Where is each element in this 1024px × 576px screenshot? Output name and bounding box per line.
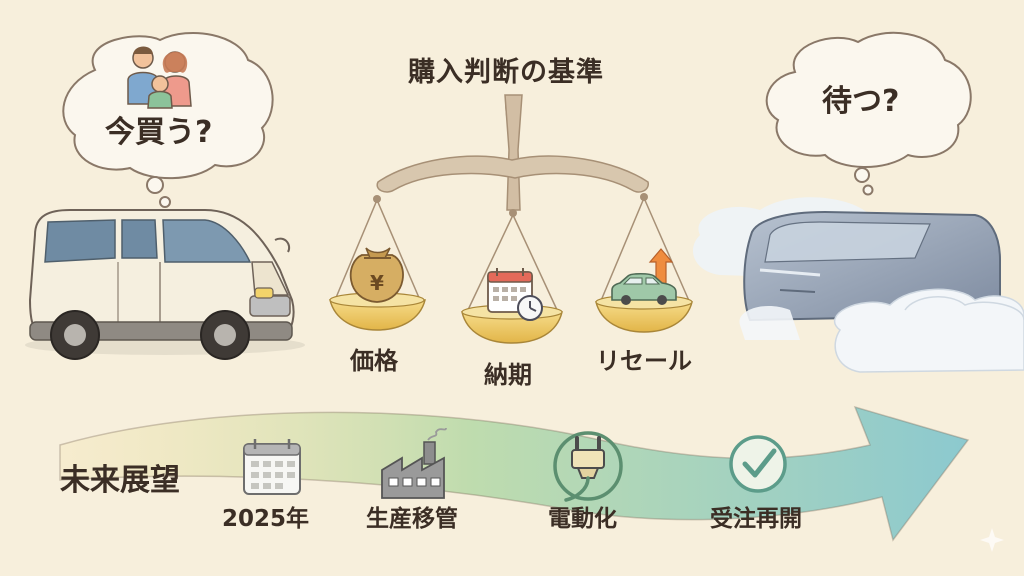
future-van-illustration bbox=[692, 197, 1024, 373]
wait-question: 待つ? bbox=[822, 84, 900, 119]
car-with-up-arrow-icon bbox=[611, 248, 677, 305]
svg-text:¥: ¥ bbox=[370, 271, 384, 295]
calendar-icon bbox=[243, 439, 301, 495]
timeline-label-orders-resume: 受注再開 bbox=[710, 506, 802, 532]
pan-label-delivery: 納期 bbox=[484, 361, 532, 389]
check-circle-icon bbox=[729, 435, 787, 493]
balance-scale bbox=[334, 94, 691, 313]
timeline-title: 未来展望 bbox=[60, 463, 180, 498]
factory-icon bbox=[381, 427, 447, 499]
future-timeline-arrow bbox=[59, 405, 970, 542]
pan-label-resale: リセール bbox=[596, 347, 692, 375]
electric-plug-icon bbox=[553, 431, 623, 502]
yen-money-bag-icon: ¥ bbox=[349, 247, 404, 303]
buy-now-question: 今買う? bbox=[105, 115, 213, 150]
timeline-label-electrification: 電動化 bbox=[548, 506, 617, 532]
scale-title: 購入判断の基準 bbox=[408, 57, 604, 88]
family-icon bbox=[127, 46, 192, 109]
timeline-label-2025: 2025年 bbox=[222, 506, 310, 532]
pan-label-price: 価格 bbox=[350, 347, 398, 375]
current-van-illustration bbox=[25, 209, 305, 360]
sparkle-icon bbox=[980, 528, 1004, 552]
timeline-label-production-transfer: 生産移管 bbox=[366, 506, 458, 532]
right-thought-bubble bbox=[765, 31, 972, 196]
calendar-clock-icon bbox=[487, 268, 543, 321]
